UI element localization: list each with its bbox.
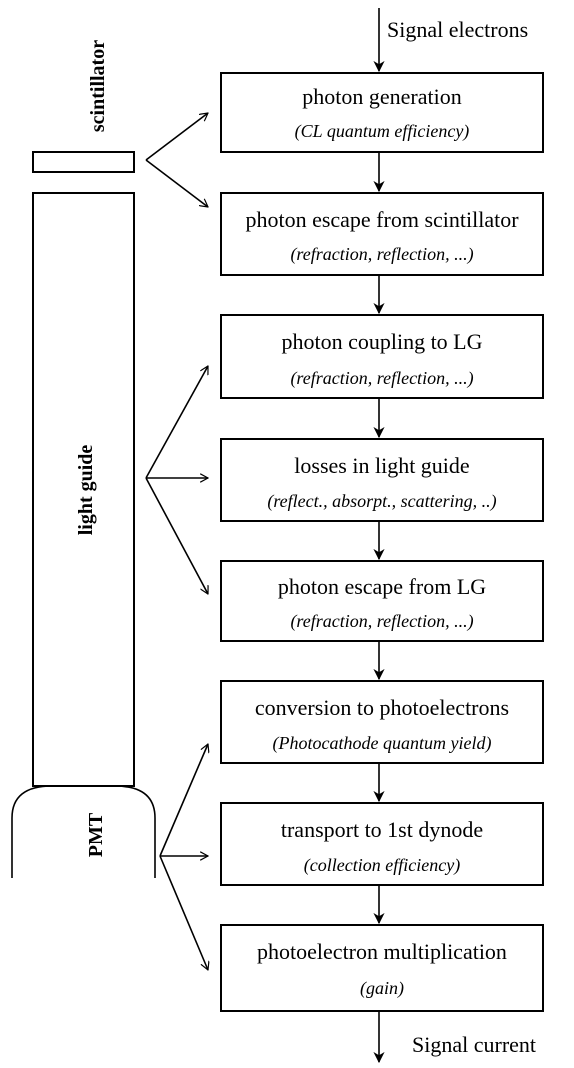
step-subtitle: (reflect., absorpt., scattering, ..) [267, 491, 496, 512]
step-box: losses in light guide (reflect., absorpt… [220, 438, 544, 522]
step-subtitle: (refraction, reflection, ...) [290, 244, 473, 265]
step-subtitle: (collection efficiency) [304, 855, 460, 876]
step-box: conversion to photoelectrons (Photocatho… [220, 680, 544, 764]
pmt-branch-arrows [159, 744, 208, 970]
step-box: photon coupling to LG (refraction, refle… [220, 314, 544, 399]
scintillator-label: scintillator [87, 40, 109, 132]
step-title: photon escape from scintillator [245, 207, 519, 232]
step-title: photoelectron multiplication [257, 939, 507, 964]
step-box: photoelectron multiplication (gain) [220, 924, 544, 1012]
step-subtitle: (refraction, reflection, ...) [290, 368, 473, 389]
step-title: losses in light guide [294, 453, 469, 478]
light-guide-label: light guide [75, 445, 97, 536]
step-subtitle: (gain) [360, 978, 404, 999]
step-subtitle: (refraction, reflection, ...) [290, 611, 473, 632]
scintillator-shape [32, 151, 135, 173]
step-box: photon generation (CL quantum efficiency… [220, 72, 544, 153]
step-title: photon generation [302, 84, 461, 109]
step-title: transport to 1st dynode [281, 817, 483, 842]
step-subtitle: (Photocathode quantum yield) [273, 733, 492, 754]
step-title: conversion to photoelectrons [255, 695, 509, 720]
light-guide-branch-arrows [145, 366, 208, 594]
step-box: photon escape from LG (refraction, refle… [220, 560, 544, 642]
output-label: Signal current [412, 1032, 536, 1057]
pmt-label: PMT [85, 812, 107, 857]
scintillator-branch-arrows [145, 113, 208, 207]
pmt-shape [11, 785, 156, 878]
step-box: transport to 1st dynode (collection effi… [220, 802, 544, 886]
step-title: photon escape from LG [278, 574, 486, 599]
input-label: Signal electrons [387, 17, 528, 42]
step-box: photon escape from scintillator (refract… [220, 192, 544, 276]
step-subtitle: (CL quantum efficiency) [295, 121, 470, 142]
light-guide-shape [32, 192, 135, 787]
step-title: photon coupling to LG [281, 329, 482, 354]
